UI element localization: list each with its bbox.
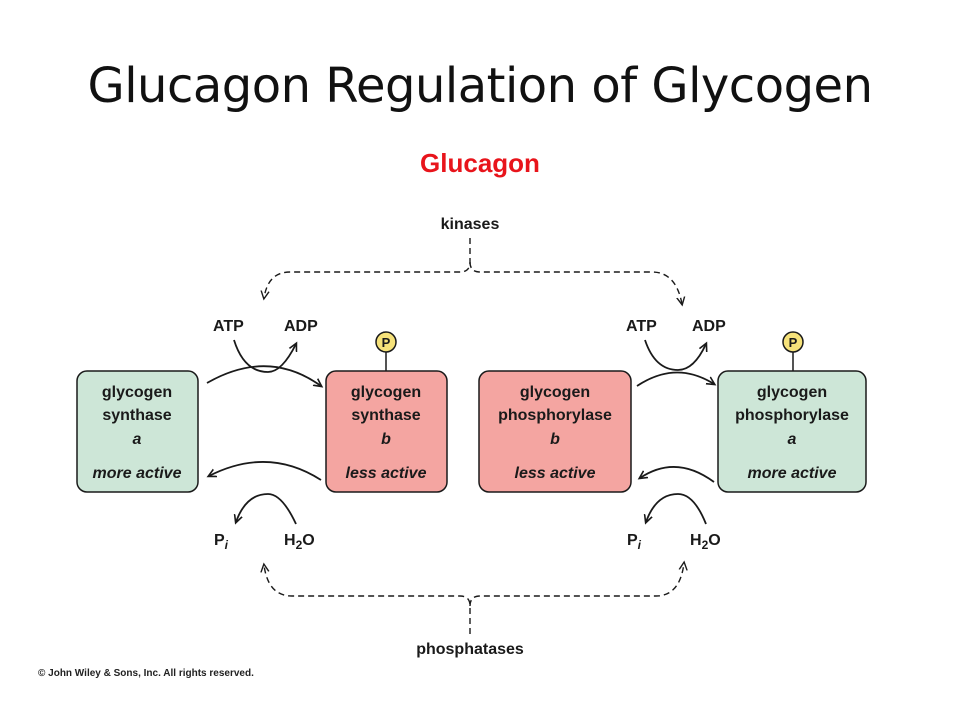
box-glycogen-synthase-b: P glycogen synthase b less active bbox=[325, 331, 448, 493]
svg-text:phosphorylase: phosphorylase bbox=[498, 407, 612, 424]
svg-text:synthase: synthase bbox=[102, 407, 171, 424]
svg-text:glycogen: glycogen bbox=[520, 384, 590, 401]
phosphatases-bracket bbox=[264, 563, 684, 634]
left-kinase-arrows bbox=[207, 339, 321, 524]
box-glycogen-phosphorylase-a: P glycogen phosphorylase a more active bbox=[717, 331, 867, 493]
svg-text:glycogen: glycogen bbox=[102, 384, 172, 401]
left-atp-label: ATP bbox=[213, 318, 244, 335]
kinases-label: kinases bbox=[441, 216, 500, 233]
svg-text:more active: more active bbox=[93, 465, 182, 482]
left-h2o-label: H2O bbox=[284, 532, 315, 552]
right-kinase-arrows bbox=[636, 339, 714, 524]
svg-text:less active: less active bbox=[515, 465, 596, 482]
svg-text:more active: more active bbox=[748, 465, 837, 482]
right-adp-label: ADP bbox=[692, 318, 726, 335]
right-pi-label: Pi bbox=[627, 532, 642, 552]
right-h2o-label: H2O bbox=[690, 532, 721, 552]
left-adp-label: ADP bbox=[284, 318, 318, 335]
svg-text:P: P bbox=[382, 335, 391, 350]
phosphate-icon bbox=[782, 331, 804, 353]
svg-text:b: b bbox=[550, 431, 560, 448]
svg-text:P: P bbox=[789, 335, 798, 350]
box-glycogen-synthase-a: glycogen synthase a more active bbox=[76, 370, 199, 493]
svg-text:synthase: synthase bbox=[351, 407, 420, 424]
svg-text:a: a bbox=[133, 431, 142, 448]
phosphate-icon bbox=[375, 331, 397, 353]
box-glycogen-phosphorylase-b: glycogen phosphorylase b less active bbox=[478, 370, 632, 493]
phosphatases-label: phosphatases bbox=[416, 641, 524, 658]
page-title: Glucagon Regulation of Glycogen bbox=[87, 58, 873, 114]
svg-text:a: a bbox=[788, 431, 797, 448]
svg-text:phosphorylase: phosphorylase bbox=[735, 407, 849, 424]
svg-text:b: b bbox=[381, 431, 391, 448]
glucagon-label: Glucagon bbox=[420, 148, 540, 178]
copyright-notice: © John Wiley & Sons, Inc. All rights res… bbox=[38, 668, 254, 679]
svg-text:glycogen: glycogen bbox=[351, 384, 421, 401]
svg-text:glycogen: glycogen bbox=[757, 384, 827, 401]
right-atp-label: ATP bbox=[626, 318, 657, 335]
left-pi-label: Pi bbox=[214, 532, 229, 552]
kinases-bracket bbox=[264, 238, 682, 304]
svg-text:less active: less active bbox=[346, 465, 427, 482]
